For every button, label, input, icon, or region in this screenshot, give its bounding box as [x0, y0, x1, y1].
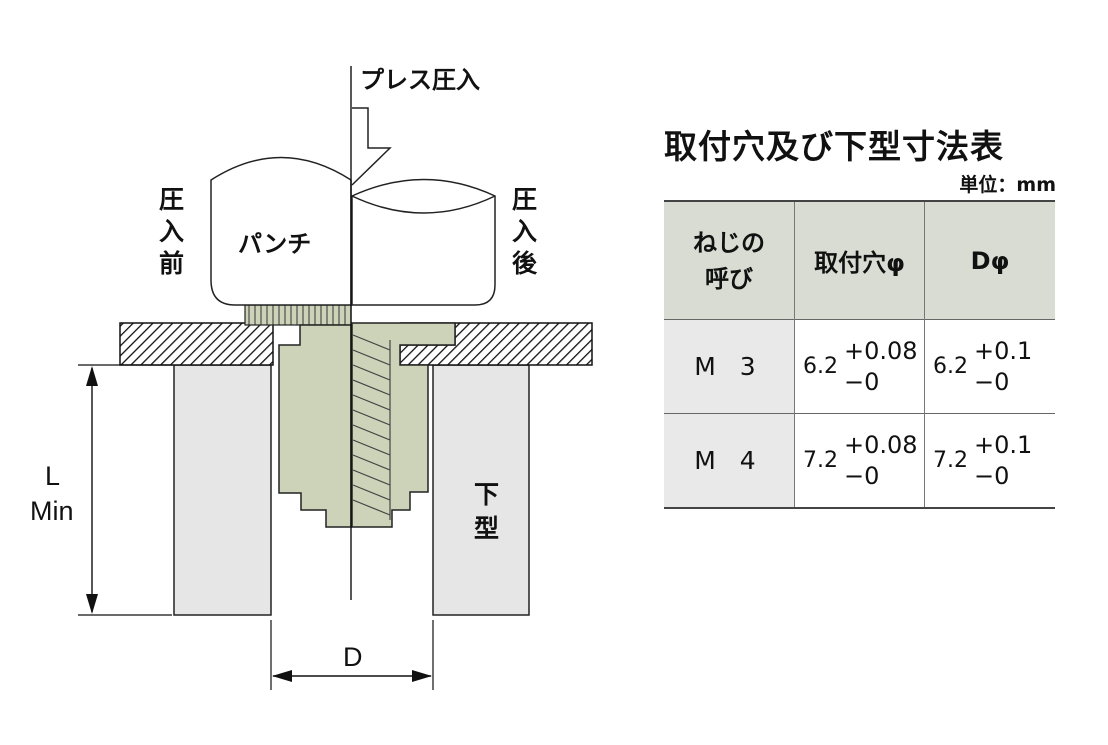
punch-after: [351, 178, 496, 306]
die-label-char-2: 型: [474, 514, 499, 543]
d-minus-tolerance: −0: [974, 367, 1010, 396]
row-size: M 3: [664, 319, 795, 414]
dimension-table: ねじの 呼び 取付穴φ Dφ M 3 6.2 +0.08 −0 6.2 +0.1…: [664, 200, 1055, 509]
press-direction-arrow: [351, 107, 392, 186]
after-label-char-2: 入: [512, 217, 537, 246]
nut-body-after: [351, 322, 456, 528]
row-d: 6.2 +0.1 −0: [924, 319, 1055, 414]
before-label-char-3: 前: [159, 249, 184, 278]
punch-after-face: [351, 195, 496, 214]
d-plus-tolerance: +0.1: [974, 336, 1033, 365]
die-label-char-1: 下: [474, 480, 499, 509]
thread-lines: [352, 334, 391, 520]
die-right-block: [432, 364, 530, 616]
table-row: M 3 6.2 +0.08 −0 6.2 +0.1 −0: [664, 319, 1055, 414]
l-arrow-bottom: [86, 594, 98, 614]
table-row: M 4 7.2 +0.08 −0 7.2 +0.1 −0: [664, 413, 1055, 509]
plate-left-section: [119, 322, 274, 366]
row-hole: 7.2 +0.08 −0: [794, 413, 925, 509]
press-label: プレス圧入: [360, 66, 480, 94]
row-size: M 4: [664, 413, 795, 509]
punch-label: パンチ: [238, 230, 311, 258]
hole-plus-tolerance: +0.08: [844, 430, 918, 459]
d-label: D: [343, 642, 363, 672]
unit-label: 単位：mm: [959, 174, 1056, 196]
d-nominal: 6.2: [933, 354, 968, 379]
header-thread-size: ねじの 呼び: [664, 200, 795, 320]
before-label-char-2: 入: [159, 217, 184, 246]
l-arrow-top: [86, 366, 98, 386]
header-thread-line1: ねじの: [693, 228, 765, 257]
min-label: Min: [30, 496, 74, 526]
table-title: 取付穴及び下型寸法表: [664, 127, 1004, 166]
row-d: 7.2 +0.1 −0: [924, 413, 1055, 509]
after-label-char-3: 後: [512, 249, 538, 278]
d-minus-tolerance: −0: [974, 461, 1010, 490]
nut-knurl-before: [244, 304, 352, 326]
before-label-char-1: 圧: [159, 185, 184, 214]
press-fit-diagram: プレス圧入 パンチ 圧 入 前 圧 入 後 下 型 L Min D: [30, 66, 593, 690]
l-label: L: [45, 461, 60, 491]
hole-minus-tolerance: −0: [844, 367, 880, 396]
header-hole: 取付穴φ: [794, 200, 925, 320]
header-d: Dφ: [924, 200, 1055, 320]
hole-nominal: 7.2: [803, 448, 838, 473]
hole-minus-tolerance: −0: [844, 461, 880, 490]
d-plus-tolerance: +0.1: [974, 430, 1033, 459]
header-thread-line2: 呼び: [705, 264, 753, 293]
d-nominal: 7.2: [933, 448, 968, 473]
die-left-block: [173, 364, 272, 616]
d-arrow-right: [412, 670, 432, 682]
row-hole: 6.2 +0.08 −0: [794, 319, 925, 414]
hole-plus-tolerance: +0.08: [844, 336, 918, 365]
after-label-char-1: 圧: [512, 185, 537, 214]
table-header-row: ねじの 呼び 取付穴φ Dφ: [664, 200, 1055, 320]
d-arrow-left: [272, 670, 292, 682]
hole-nominal: 6.2: [803, 354, 838, 379]
nut-body-before: [278, 324, 352, 528]
